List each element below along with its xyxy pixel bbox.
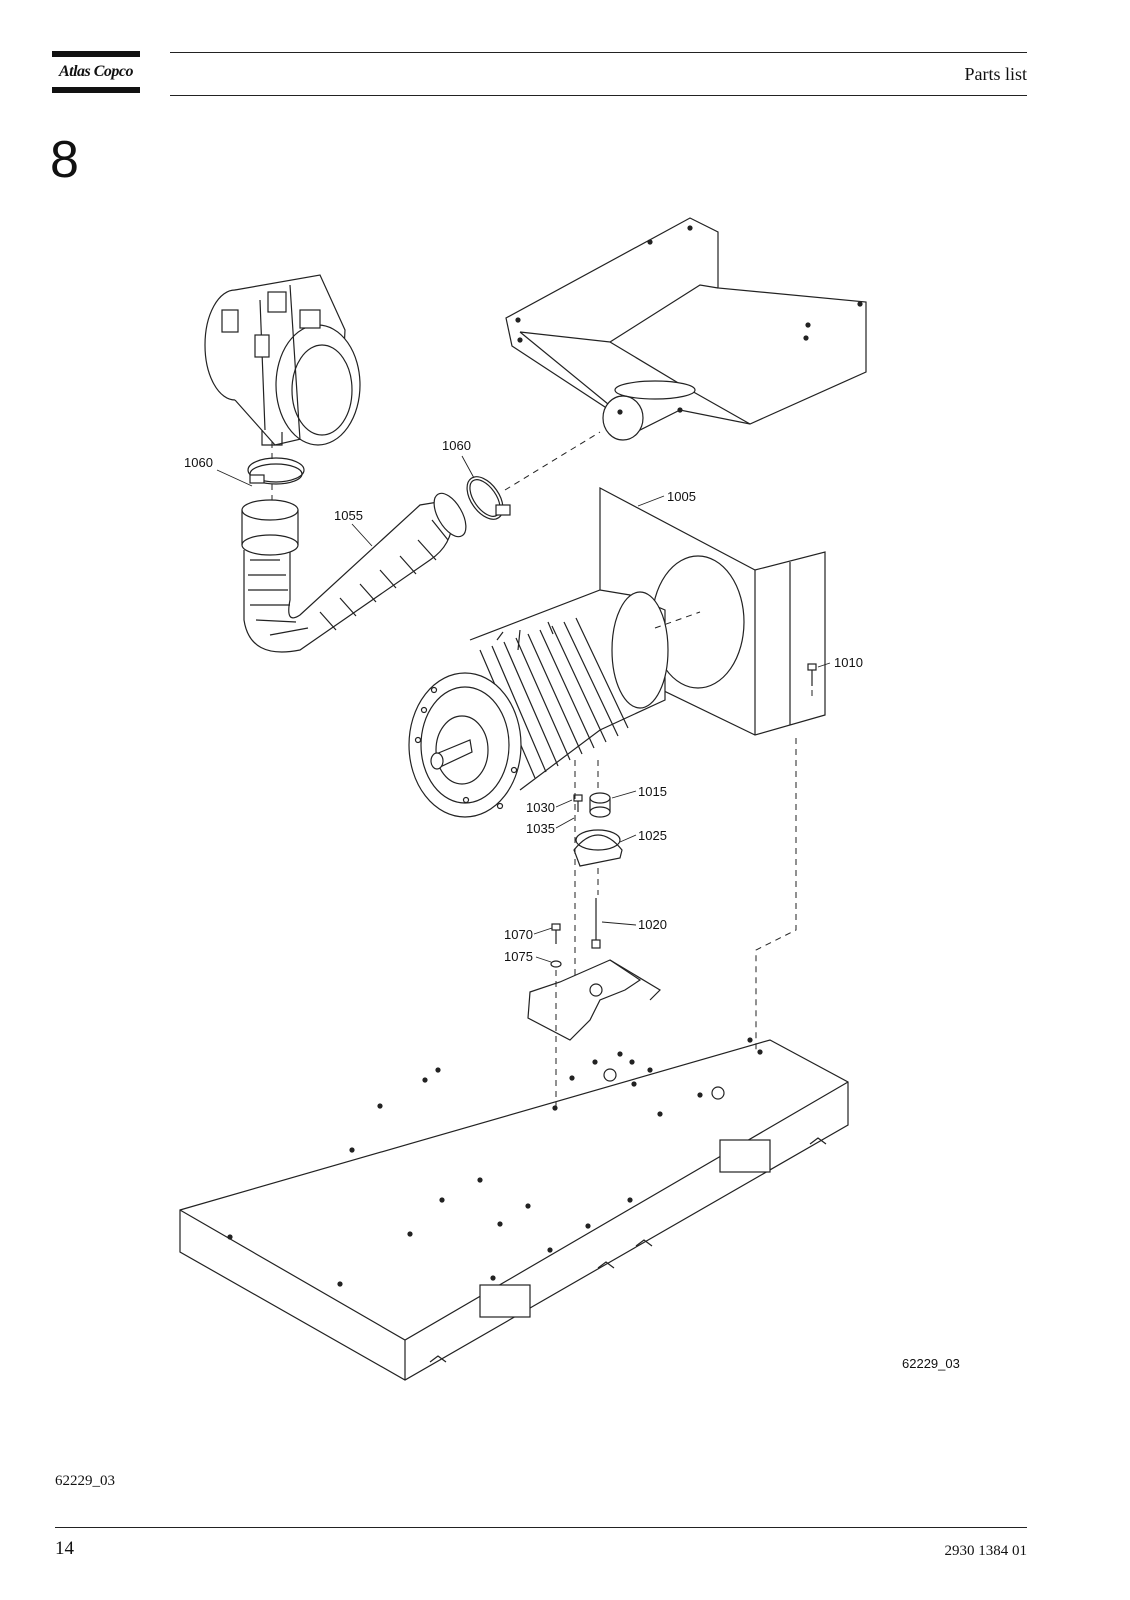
callout-1060-right: 1060 bbox=[442, 438, 471, 453]
callout-leaders bbox=[216, 455, 831, 963]
callout-1060-left: 1060 bbox=[184, 455, 213, 470]
electric-motor bbox=[408, 589, 669, 818]
callout-1035: 1035 bbox=[526, 821, 555, 836]
inlet-tray bbox=[505, 217, 867, 441]
callout-1030: 1030 bbox=[526, 800, 555, 815]
callout-1025: 1025 bbox=[638, 828, 667, 843]
atlas-copco-logo: Atlas Copco bbox=[52, 51, 140, 93]
document-number: 2930 1384 01 bbox=[944, 1543, 1028, 1559]
hose-clamp-right bbox=[466, 476, 511, 520]
figure-reference: 62229_03 bbox=[55, 1473, 115, 1489]
callout-1020: 1020 bbox=[638, 917, 667, 932]
callout-1075: 1075 bbox=[504, 949, 533, 964]
assembly-lines bbox=[271, 431, 813, 1108]
callout-1010: 1010 bbox=[834, 655, 863, 670]
exploded-parts-drawing: 1060 1060 1055 1005 1010 1015 1025 1020 … bbox=[179, 217, 960, 1381]
callout-1070: 1070 bbox=[504, 927, 533, 942]
page-number: 14 bbox=[55, 1538, 74, 1559]
callout-1005: 1005 bbox=[667, 489, 696, 504]
footer-rule bbox=[55, 1527, 1027, 1528]
page-title: Parts list bbox=[964, 64, 1027, 84]
callout-1055: 1055 bbox=[334, 508, 363, 523]
base-frame bbox=[179, 959, 849, 1381]
header-rule-bottom bbox=[170, 95, 1027, 96]
chapter-number: 8 bbox=[50, 131, 79, 189]
callout-1015: 1015 bbox=[638, 784, 667, 799]
logo-wordmark: Atlas Copco bbox=[58, 63, 134, 80]
hose-clamp-left bbox=[247, 457, 305, 485]
bolt-1010 bbox=[807, 663, 817, 686]
header-rule-top bbox=[170, 52, 1027, 53]
air-filter bbox=[204, 274, 361, 446]
logo-bar-top bbox=[52, 51, 140, 57]
drawing-id: 62229_03 bbox=[902, 1356, 960, 1371]
vibration-mount bbox=[550, 792, 623, 968]
flexible-hose bbox=[241, 492, 467, 653]
logo-bar-bottom bbox=[52, 87, 140, 93]
